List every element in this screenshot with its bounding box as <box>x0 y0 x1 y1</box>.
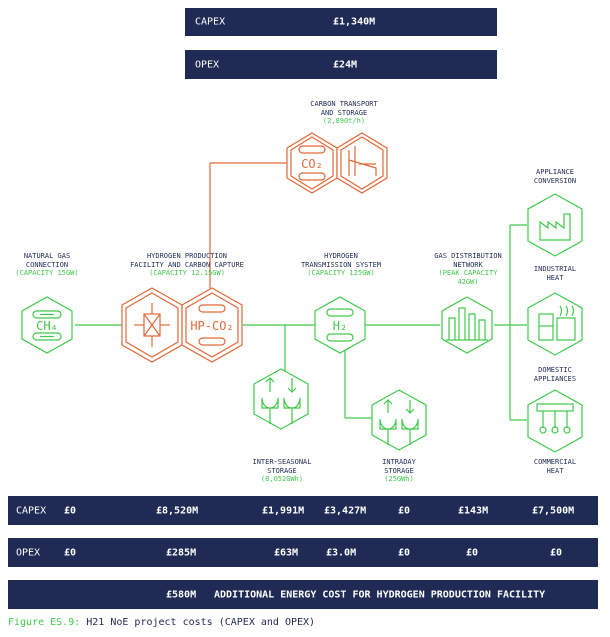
top-capex-bar: CAPEX £1,340M <box>185 8 497 36</box>
capex-production: £8,520M <box>156 505 199 516</box>
capex-distribution: £143M <box>458 505 489 516</box>
additional-cost-value: £580M <box>166 589 197 600</box>
natural-gas-hex <box>21 296 73 354</box>
commercial-heat-hex <box>527 389 583 453</box>
top-opex-bar: OPEX £24M <box>185 50 497 79</box>
figure-number: Figure ES.9: <box>8 617 81 628</box>
bottom-capex-label: CAPEX <box>16 505 47 516</box>
transmission-hex <box>314 296 366 354</box>
figure-title: H21 NoE project costs (CAPEX and OPEX) <box>80 617 316 628</box>
additional-cost-bar: £580M ADDITIONAL ENERGY COST FOR HYDROGE… <box>8 580 598 609</box>
production-label: HYDROGEN PRODUCTION FACILITY AND CARBON … <box>130 252 244 277</box>
top-opex-value: £24M <box>333 59 358 70</box>
opex-production: £285M <box>166 547 197 558</box>
domestic-appliances-hex <box>527 292 583 356</box>
hp-co2-text: HP-CO₂ <box>190 319 233 333</box>
opex-distribution: £0 <box>466 547 479 558</box>
additional-cost-text: ADDITIONAL ENERGY COST FOR HYDROGEN PROD… <box>214 589 546 600</box>
opex-transmission: £3.0M <box>326 547 357 558</box>
capex-intraday: £0 <box>398 505 411 516</box>
interseasonal-storage-hex <box>253 368 309 430</box>
capex-natural-gas: £0 <box>64 505 77 516</box>
domestic-appliances-label: DOMESTIC APPLIANCES <box>533 366 577 383</box>
co2-flow-line <box>209 162 287 293</box>
distribution-label: GAS DISTRIBUTION NETWORK (PEAK CAPACITY … <box>434 252 502 286</box>
production-hex <box>121 287 243 363</box>
industrial-heat-label: INDUSTRIAL HEAT <box>533 265 577 282</box>
top-opex-label: OPEX <box>195 59 220 70</box>
intraday-label: INTRADAY STORAGE (25GWh) <box>382 458 416 483</box>
interseasonal-label: INTER-SEASONAL STORAGE (8,052GWh) <box>252 458 312 483</box>
commercial-heat-label: COMMERCIAL HEAT <box>533 458 577 475</box>
opex-natural-gas: £0 <box>64 547 77 558</box>
industrial-heat-hex <box>527 193 583 257</box>
distribution-hex <box>441 296 493 354</box>
transmission-label: HYDROGEN TRANSMISSION SYSTEM (CAPACITY 1… <box>300 252 382 277</box>
bottom-opex-bar: OPEX £0 £285M £63M £3.0M £0 £0 £0 <box>8 538 598 567</box>
top-capex-label: CAPEX <box>195 16 226 28</box>
h2-text: H₂ <box>333 319 347 333</box>
co2-text: CO₂ <box>301 157 323 171</box>
opex-interseasonal: £63M <box>274 547 299 558</box>
opex-appliances: £0 <box>550 547 563 558</box>
carbon-storage-hex <box>286 132 388 194</box>
appliance-conversion-label: APPLIANCE CONVERSION <box>533 168 577 185</box>
capex-transmission: £3,427M <box>324 505 367 516</box>
ch4-text: CH₄ <box>36 319 58 333</box>
natural-gas-label: NATURAL GAS CONNECTION (CAPACITY 15GW) <box>15 252 79 277</box>
capex-appliances: £7,500M <box>532 505 575 516</box>
capex-interseasonal: £1,991M <box>262 505 305 516</box>
carbon-storage-label: CARBON TRANSPORT AND STORAGE (2,890t/h) <box>310 100 378 125</box>
bottom-capex-bar: CAPEX £0 £8,520M £1,991M £3,427M £0 £143… <box>8 496 598 525</box>
intraday-storage-hex <box>371 389 427 451</box>
figure-caption: Figure ES.9: H21 NoE project costs (CAPE… <box>8 617 315 628</box>
bottom-opex-label: OPEX <box>16 547 41 558</box>
opex-intraday: £0 <box>398 547 411 558</box>
top-capex-value: £1,340M <box>333 16 376 28</box>
